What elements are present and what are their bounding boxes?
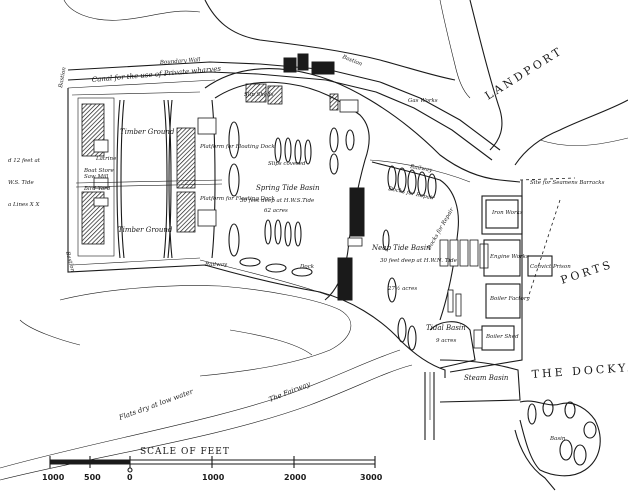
neap-tide-basin-label: Neap Tide Basin [371,244,431,252]
scale-tick-500: 500 [84,473,101,482]
bird-yard-label: Bird Yard [83,186,111,192]
steam-basin-label: Steam Basin [464,374,509,382]
timber-ground-top-label: Timber Ground [120,128,175,136]
bastion-left-label: Bastion [58,66,68,89]
boiler-shed-label: Boiler Shed [485,334,519,340]
railway [199,159,471,297]
bastion-top-label: Bastion [340,54,363,68]
scale-labels: SCALE OF FEET 1000 500 0 1000 2000 3000 [42,447,383,482]
ports-label: PORTS [559,258,615,287]
top-buildings [245,53,359,113]
spring-tide-basin-label: Spring Tide Basin [256,184,320,192]
gas-works-label: Gas Works [408,98,438,104]
convict-prison-label: Convict Prison [530,264,571,270]
scale-tick-1000-left: 1000 [42,473,65,482]
spring-tide-slips [228,121,355,277]
neap-tide-area-label: 27½ acres [387,285,417,292]
boiler-factory-label: Boiler Factory [489,296,530,302]
scale-tick-3000: 3000 [360,473,383,482]
basin-label: Basin [549,436,566,442]
flats-label: Flats dry at low water [117,387,195,422]
dockyard-outline [67,68,521,378]
neap-tide-depth-label: 30 feet deep at H.W.N. Tide [380,258,458,264]
fairway-label: The Fairway [268,380,313,404]
boundary-wall-label: Boundary Wall [159,57,201,66]
platform-2-label: Platform for Floating Dock [199,196,275,202]
saw-mill-label: Saw Mill [84,174,109,180]
engine-works-label: Engine Works [489,254,529,260]
scale-title: SCALE OF FEET [140,447,230,457]
canal [67,61,501,161]
timber-ground-area [75,97,223,259]
tidal-steam-basin [424,289,521,440]
shoreline [63,0,628,166]
slip-sheds-label: Slip Sheds [244,92,274,98]
platform-1-label: Platform for Floating Dock [199,144,275,150]
left-note-1: d 12 feet at [8,158,41,164]
dock-col-label: Dock [299,264,315,270]
landport-label: LANDPORT [483,44,566,102]
spring-tide-area-label: 62 acres [264,208,288,214]
scale-tick-0: 0 [127,473,133,482]
site-barracks-label: Site for Seamens Barracks [530,180,605,186]
latrine-label: Latrine [95,156,117,162]
boat-store-label: Boat Store [83,168,115,174]
left-note-2: W.S. Tide [8,180,34,186]
iron-works-label: Iron Works [491,210,523,216]
dockyard-basin [514,399,601,491]
left-note-3: a Lines X X [8,202,40,208]
scale-tick-2000: 2000 [284,473,307,482]
tidal-basin-label: Tidal Basin [426,324,466,332]
timber-ground-bottom-label: Timber Ground [118,226,173,234]
railway-top-label: Railway [409,164,434,174]
spring-tide-depth-label: 30 feet deep at H.W.S.Tide [240,198,315,204]
scale-bar [49,456,376,473]
works-buildings [449,177,576,373]
dockyard-label: THE DOCKYA [531,361,628,381]
bastion-bottom-label: Bastion [64,250,76,273]
covered-slips [337,187,365,301]
slips-covered-label: Slips covered [268,161,306,167]
scale-tick-1000: 1000 [202,473,225,482]
railway-bottom-label: Railway [204,262,228,268]
tidal-area-label: 9 acres [436,338,456,344]
